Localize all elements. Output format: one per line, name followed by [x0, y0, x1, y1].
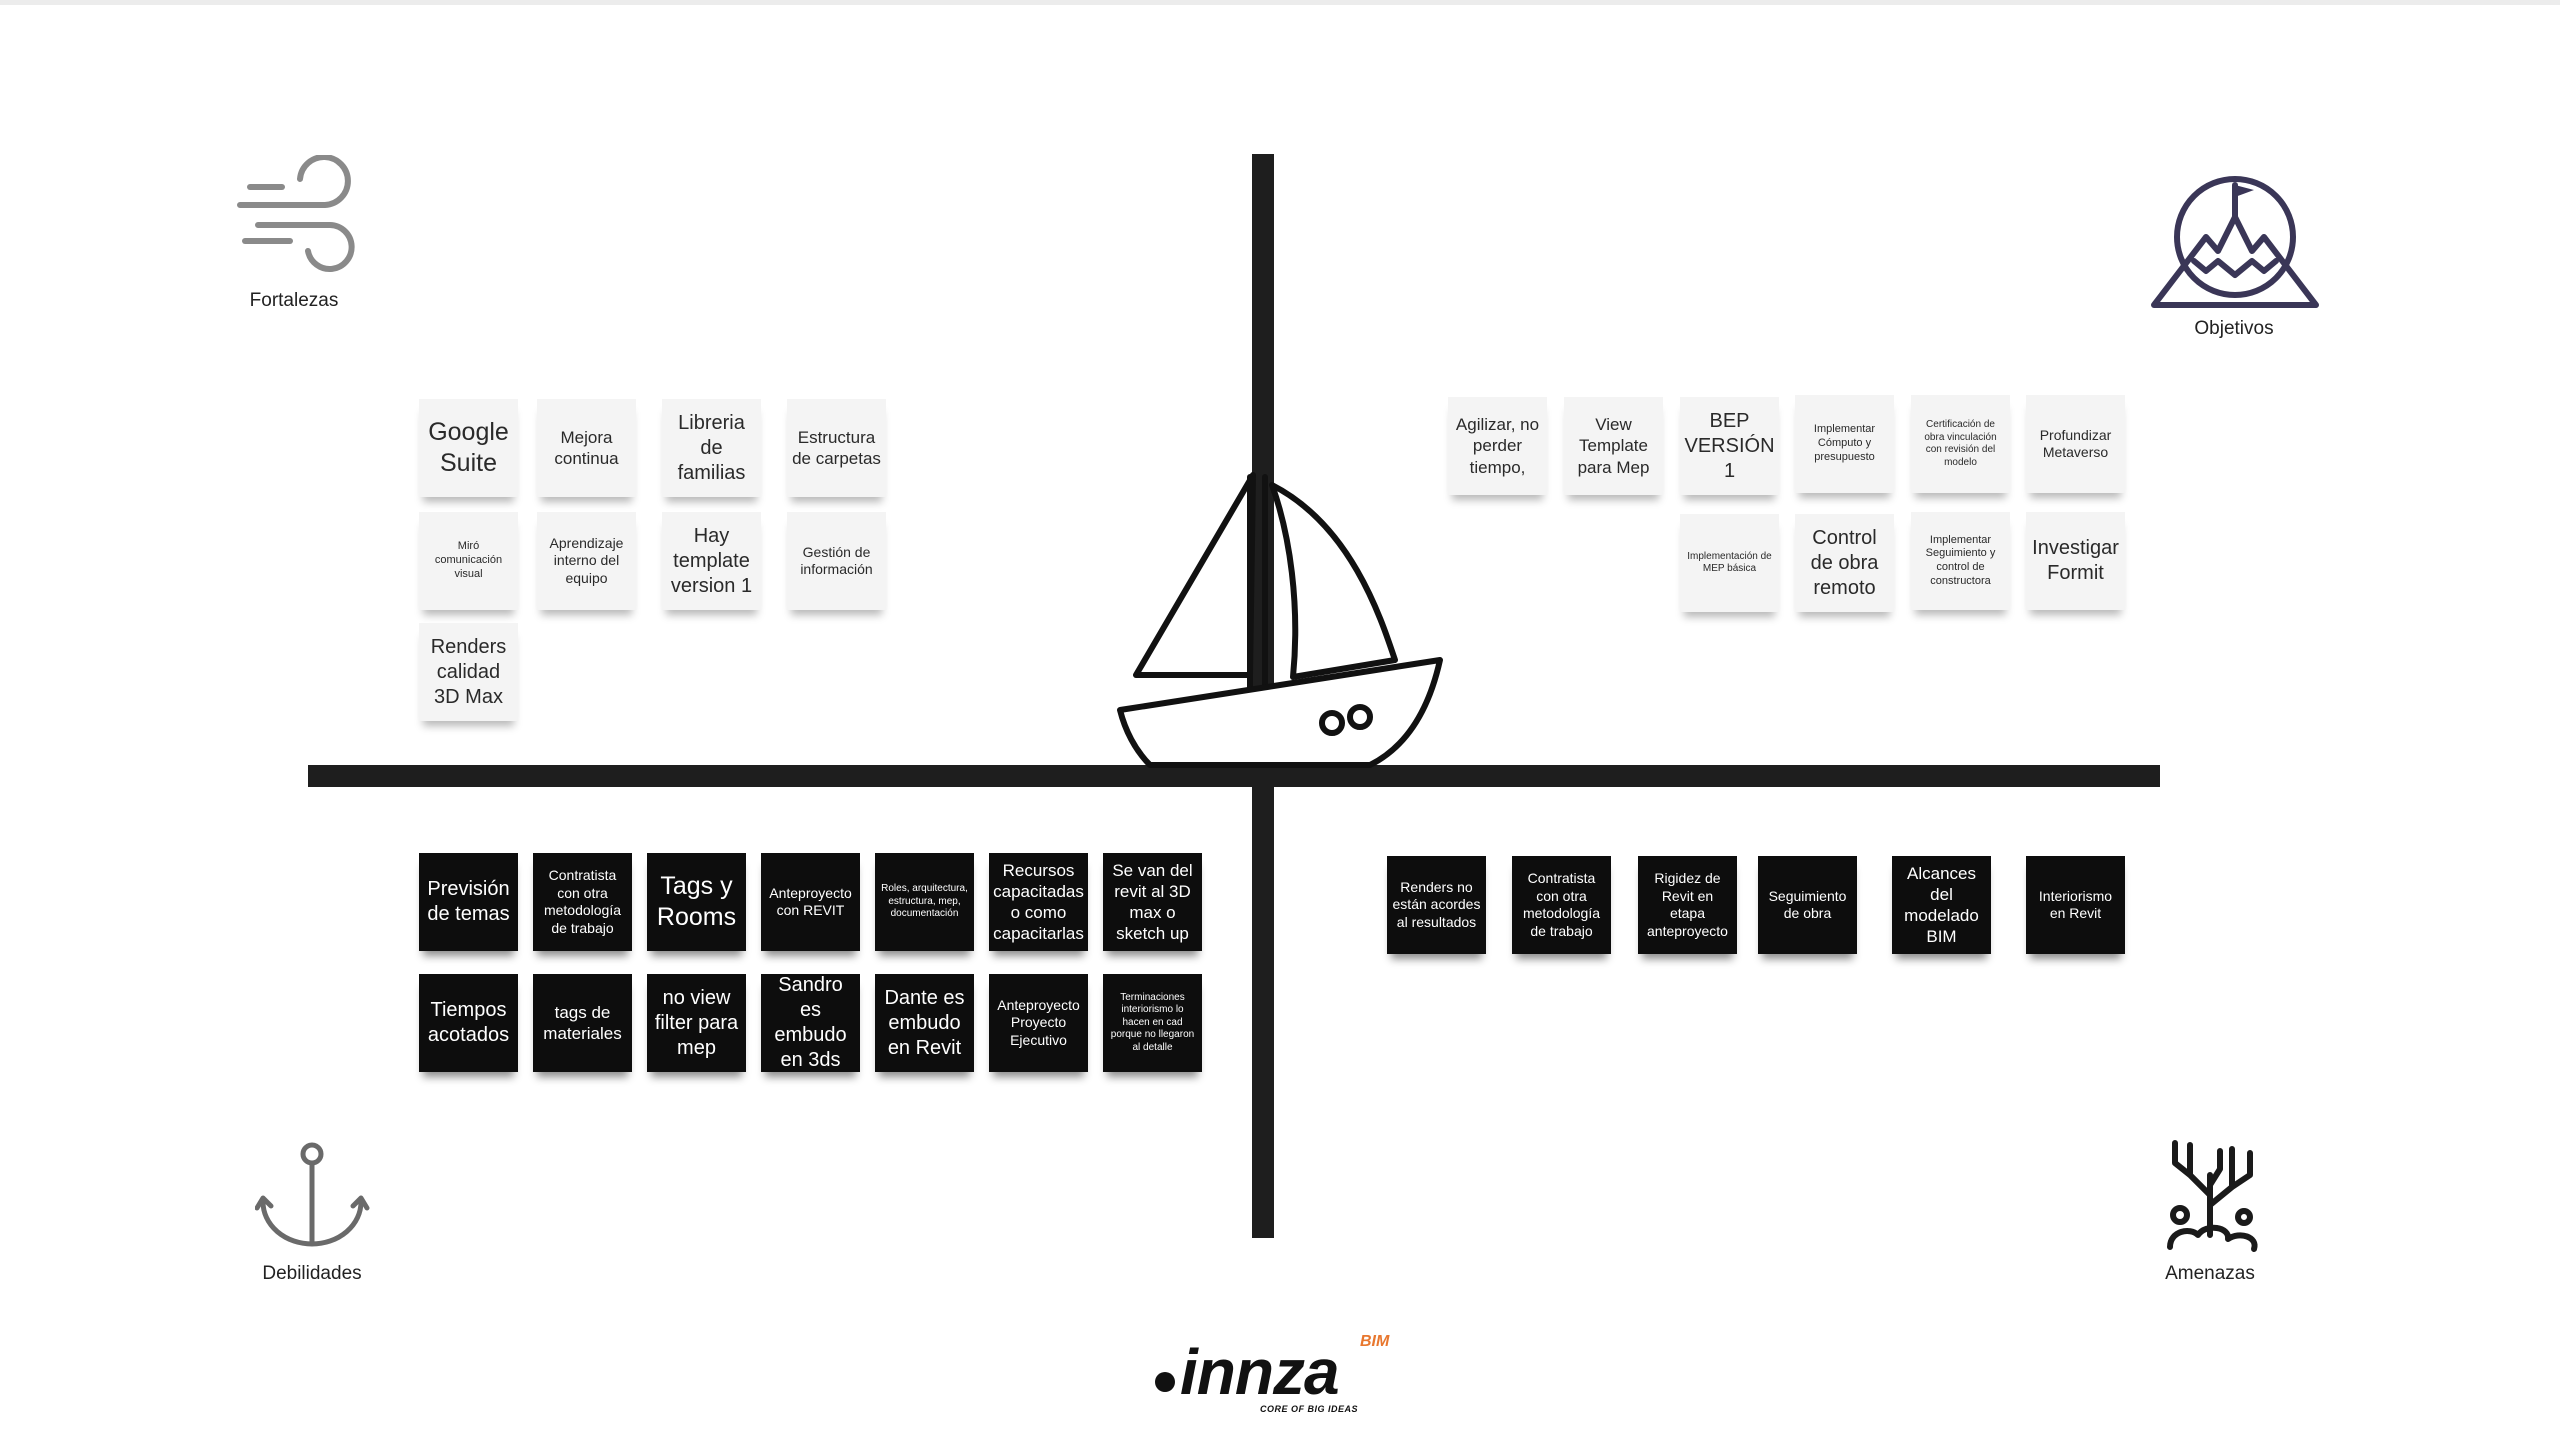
sticky-note-objetivo[interactable]: Implementar Cómputo y presupuesto: [1795, 395, 1894, 493]
wind-icon: [230, 154, 360, 280]
top-bar: [0, 0, 2560, 5]
sticky-note-debilidad[interactable]: Contratista con otra metodología de trab…: [533, 853, 632, 951]
sticky-note-objetivo[interactable]: BEP VERSIÓN 1: [1680, 397, 1779, 495]
sticky-note-debilidad[interactable]: Tags y Rooms: [647, 853, 746, 951]
sticky-note-objetivo[interactable]: Implementación de MEP básica: [1680, 514, 1779, 612]
sticky-note-fortaleza[interactable]: Hay template version 1: [662, 512, 761, 610]
anchor-icon: [254, 1140, 370, 1255]
sticky-note-debilidad[interactable]: Roles, arquitectura, estructura, mep, do…: [875, 853, 974, 951]
sticky-note-debilidad[interactable]: tags de materiales: [533, 974, 632, 1072]
sticky-note-fortaleza[interactable]: Google Suite: [419, 399, 518, 497]
sticky-note-fortaleza[interactable]: Renders calidad 3D Max: [419, 623, 518, 721]
quadrant-label-objetivos: Objetivos: [2194, 318, 2274, 339]
sticky-note-fortaleza[interactable]: Aprendizaje interno del equipo: [537, 512, 636, 610]
sticky-note-debilidad[interactable]: Recursos capacitadas o como capacitarlas: [989, 853, 1088, 951]
sticky-note-amenaza[interactable]: Contratista con otra metodología de trab…: [1512, 856, 1611, 954]
sticky-note-fortaleza[interactable]: Mejora continua: [537, 399, 636, 497]
sticky-note-fortaleza[interactable]: Libreria de familias: [662, 399, 761, 497]
sticky-note-debilidad[interactable]: Terminaciones interiorismo lo hacen en c…: [1103, 974, 1202, 1072]
sticky-note-debilidad[interactable]: Anteproyecto con REVIT: [761, 853, 860, 951]
sailboat-icon: [1110, 465, 1450, 780]
sticky-note-objetivo[interactable]: Control de obra remoto: [1795, 514, 1894, 612]
sticky-note-debilidad[interactable]: Sandro es embudo en 3ds: [761, 974, 860, 1072]
sticky-note-debilidad[interactable]: Dante es embudo en Revit: [875, 974, 974, 1072]
sticky-note-debilidad[interactable]: Tiempos acotados: [419, 974, 518, 1072]
logo-tagline: CORE OF BIG IDEAS: [1260, 1404, 1359, 1414]
horizontal-axis: [308, 765, 2160, 787]
sticky-note-objetivo[interactable]: Implementar Seguimiento y control de con…: [1911, 512, 2010, 610]
sticky-note-amenaza[interactable]: Renders no están acordes al resultados: [1387, 856, 1486, 954]
sticky-note-debilidad[interactable]: Anteproyecto Proyecto Ejecutivo: [989, 974, 1088, 1072]
sticky-note-amenaza[interactable]: Interiorismo en Revit: [2026, 856, 2125, 954]
sticky-note-debilidad[interactable]: Se van del revit al 3D max o sketch up: [1103, 853, 1202, 951]
sticky-note-objetivo[interactable]: View Template para Mep: [1564, 397, 1663, 495]
sticky-note-objetivo[interactable]: Certificación de obra vinculación con re…: [1911, 395, 2010, 493]
logo-badge: BIM: [1360, 1333, 1390, 1350]
coral-icon: [2150, 1135, 2270, 1260]
quadrant-label-fortalezas: Fortalezas: [249, 290, 339, 311]
sticky-note-objetivo[interactable]: Agilizar, no perder tiempo,: [1448, 397, 1547, 495]
mountain-flag-icon: [2150, 165, 2320, 315]
logo-wordmark: innza: [1180, 1336, 1340, 1408]
quadrant-label-amenazas: Amenazas: [2165, 1263, 2255, 1284]
sticky-note-debilidad[interactable]: Previsión de temas: [419, 853, 518, 951]
sticky-note-amenaza[interactable]: Alcances del modelado BIM: [1892, 856, 1991, 954]
sticky-note-debilidad[interactable]: no view filter para mep: [647, 974, 746, 1072]
logo-dot: [1155, 1372, 1175, 1392]
sticky-note-objetivo[interactable]: Profundizar Metaverso: [2026, 395, 2125, 493]
innza-logo: innza BIM CORE OF BIG IDEAS: [1150, 1325, 1410, 1420]
sticky-note-amenaza[interactable]: Seguimiento de obra: [1758, 856, 1857, 954]
sticky-note-amenaza[interactable]: Rigidez de Revit en etapa anteproyecto: [1638, 856, 1737, 954]
sticky-note-fortaleza[interactable]: Miró comunicación visual: [419, 512, 518, 610]
quadrant-label-debilidades: Debilidades: [262, 1263, 362, 1284]
sticky-note-objetivo[interactable]: Investigar Formit: [2026, 512, 2125, 610]
sticky-note-fortaleza[interactable]: Gestión de información: [787, 512, 886, 610]
sticky-note-fortaleza[interactable]: Estructura de carpetas: [787, 399, 886, 497]
